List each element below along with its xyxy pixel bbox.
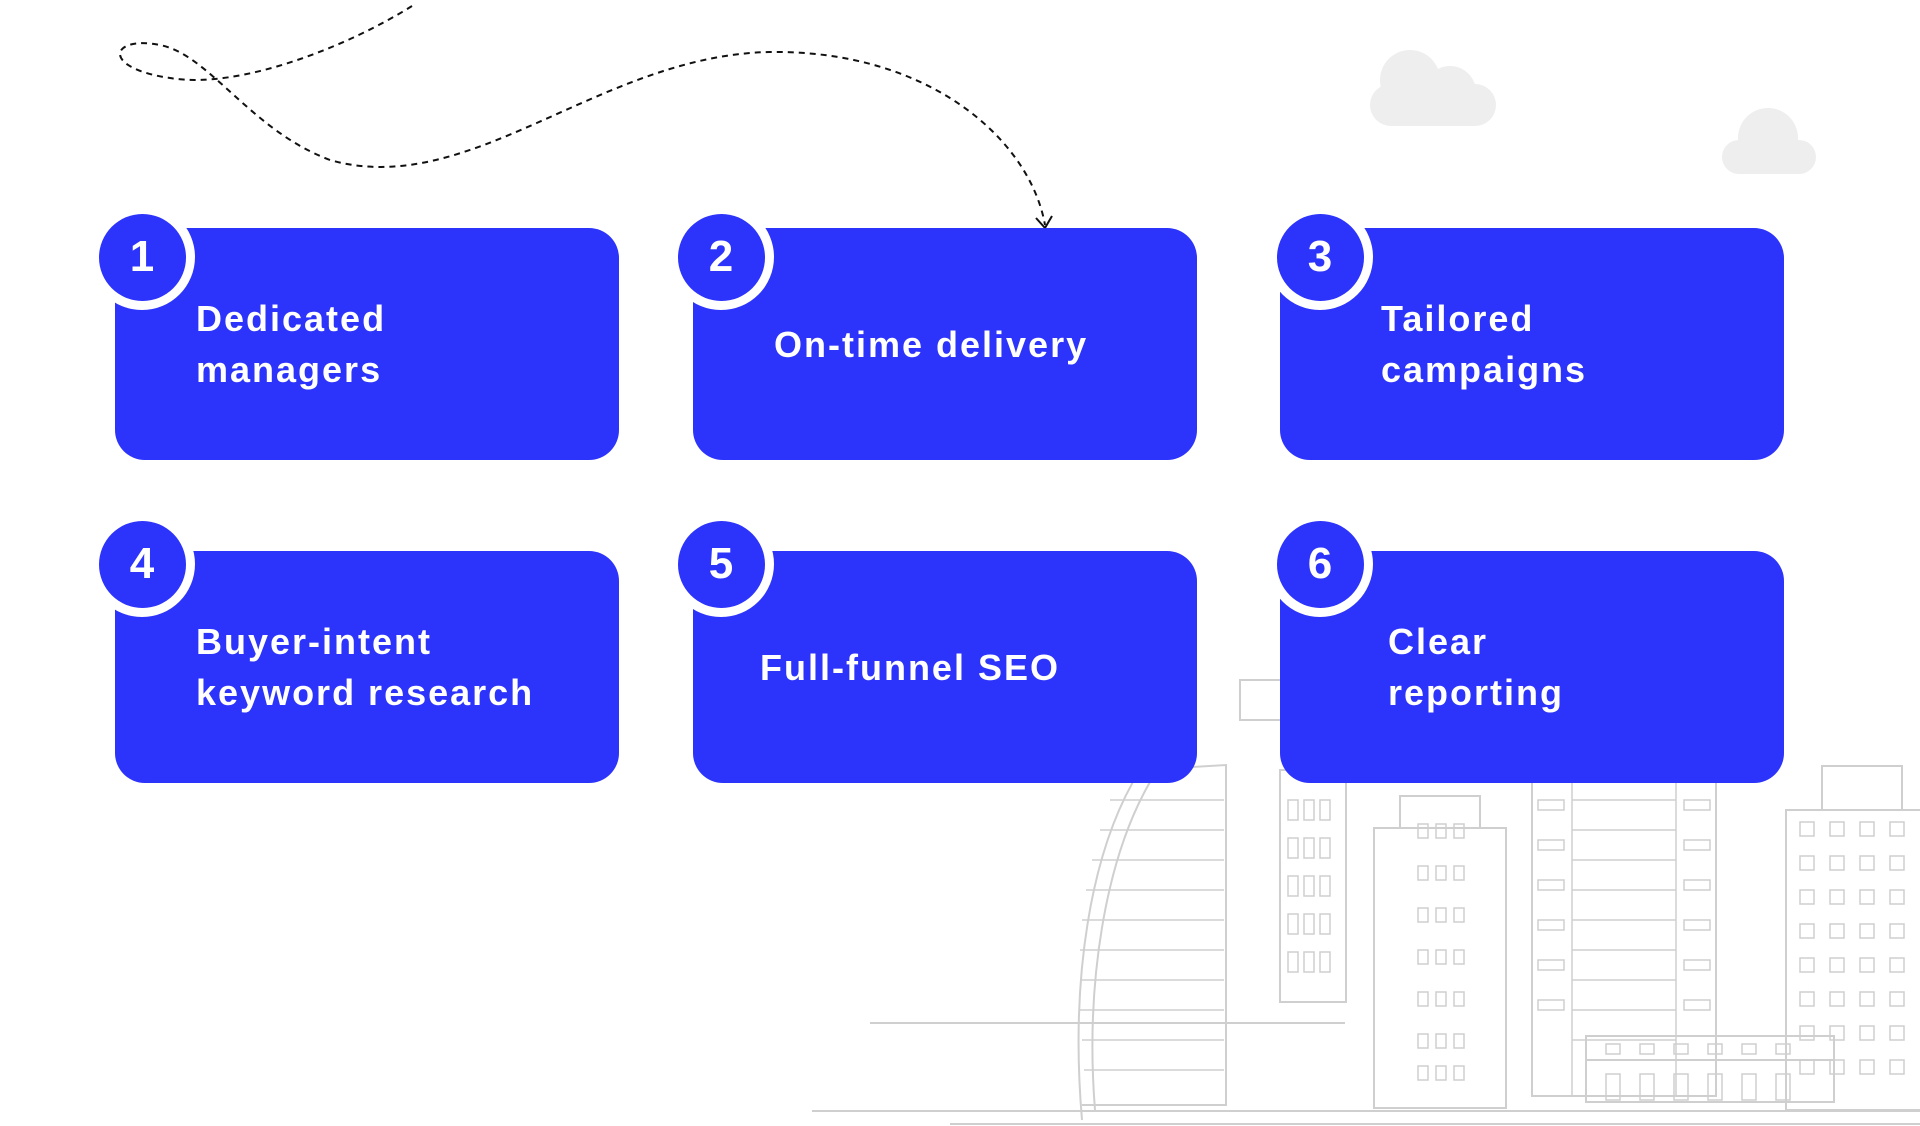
feature-label: Full-funnel SEO	[760, 646, 1060, 688]
feature-card: On-time delivery	[693, 228, 1197, 460]
feature-label: Buyer-intent keyword research	[196, 621, 535, 713]
feature-label: Tailored campaigns	[1381, 298, 1588, 390]
feature-card: Buyer-intent keyword research	[115, 551, 619, 783]
cloud-icon	[1370, 50, 1496, 126]
step-number: 3	[1276, 213, 1364, 301]
step-badge: 2	[668, 204, 774, 310]
dashed-flight-path	[119, 5, 1046, 226]
cloud-icon	[1722, 108, 1816, 174]
feature-card: Full-funnel SEO	[693, 551, 1197, 783]
step-badge: 4	[89, 511, 195, 617]
step-number: 6	[1276, 520, 1364, 608]
step-badge: 6	[1267, 511, 1373, 617]
feature-card: Dedicated managers	[115, 228, 619, 460]
step-badge: 1	[89, 204, 195, 310]
step-number: 1	[98, 213, 186, 301]
feature-card: Tailored campaigns	[1280, 228, 1784, 460]
step-badge: 3	[1267, 204, 1373, 310]
feature-label: On-time delivery	[774, 323, 1089, 365]
step-badge: 5	[668, 511, 774, 617]
step-number: 2	[677, 213, 765, 301]
feature-label: Dedicated managers	[196, 298, 387, 390]
step-number: 4	[98, 520, 186, 608]
feature-label: Clear reporting	[1388, 621, 1564, 713]
step-number: 5	[677, 520, 765, 608]
